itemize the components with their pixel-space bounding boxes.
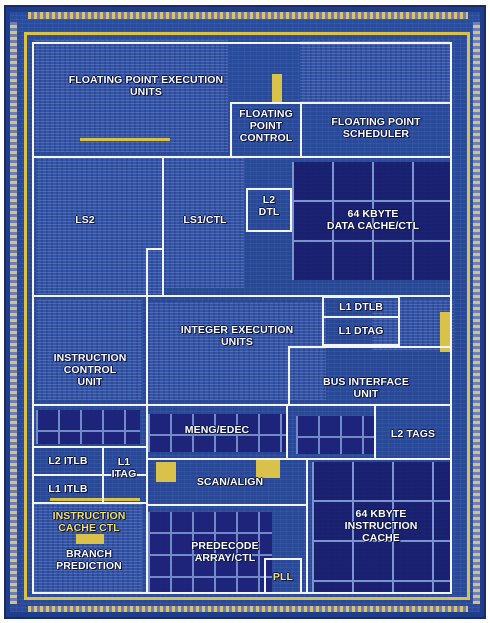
data-cache-array bbox=[292, 162, 452, 280]
ls1-label: LS1/CTL bbox=[183, 214, 227, 226]
fpu-texture bbox=[34, 40, 228, 152]
divider bbox=[306, 458, 308, 594]
divider bbox=[102, 446, 104, 502]
meng-array bbox=[148, 414, 288, 452]
l2-dtl-outline bbox=[246, 188, 292, 232]
scan-align-label: SCAN/ALIGN bbox=[196, 476, 264, 488]
metal-trace bbox=[156, 462, 176, 482]
bottom-pad-row bbox=[28, 606, 468, 612]
divider bbox=[32, 295, 452, 297]
branch-texture bbox=[32, 504, 142, 592]
divider bbox=[146, 504, 306, 506]
divider bbox=[32, 474, 146, 476]
metal-trace bbox=[256, 458, 280, 478]
icu-texture bbox=[36, 300, 142, 400]
ls2-label: LS2 bbox=[75, 214, 95, 226]
divider bbox=[146, 248, 164, 250]
ieu-texture bbox=[148, 302, 326, 400]
ls1-texture bbox=[164, 158, 244, 288]
top-pad-row bbox=[28, 12, 468, 19]
left-pad-column bbox=[10, 22, 17, 604]
l1-dtlb-label: L1 DTLB bbox=[339, 301, 383, 313]
itlb-array bbox=[36, 410, 140, 444]
metal-trace bbox=[467, 32, 470, 600]
l1-dtag-label: L1 DTAG bbox=[338, 325, 384, 337]
bus-interface-outline bbox=[288, 346, 452, 406]
l2-tags-label: L2 TAGS bbox=[390, 428, 436, 440]
metal-trace bbox=[24, 32, 27, 600]
pll-label: PLL bbox=[272, 571, 294, 583]
metal-trace bbox=[50, 498, 140, 501]
predecode-array bbox=[148, 512, 272, 592]
l2-itlb-label: L2 ITLB bbox=[48, 455, 88, 467]
metal-trace bbox=[80, 138, 170, 141]
pll-outline bbox=[264, 558, 302, 594]
meng-outline bbox=[146, 404, 288, 460]
instruction-cache-array bbox=[312, 462, 452, 592]
meng-edec-label: MENG/EDEC bbox=[184, 424, 250, 436]
l2-tags-outline bbox=[374, 404, 452, 460]
l2-tag-array-left bbox=[296, 416, 376, 454]
fp-upper-texture bbox=[300, 40, 450, 102]
die-outline bbox=[32, 42, 452, 594]
right-pad-column bbox=[473, 22, 480, 604]
l1-dtag-outline bbox=[322, 316, 400, 346]
divider bbox=[162, 156, 164, 296]
metal-trace bbox=[440, 312, 450, 352]
divider bbox=[146, 458, 452, 460]
fp-scheduler-outline bbox=[300, 102, 452, 158]
metal-trace bbox=[24, 32, 470, 35]
divider bbox=[32, 502, 146, 504]
metal-trace bbox=[76, 534, 104, 544]
divider bbox=[32, 446, 146, 448]
ls2-texture bbox=[36, 158, 162, 294]
metal-trace bbox=[272, 74, 282, 102]
metal-trace bbox=[24, 597, 470, 600]
l1-itlb-label: L1 ITLB bbox=[48, 483, 88, 495]
